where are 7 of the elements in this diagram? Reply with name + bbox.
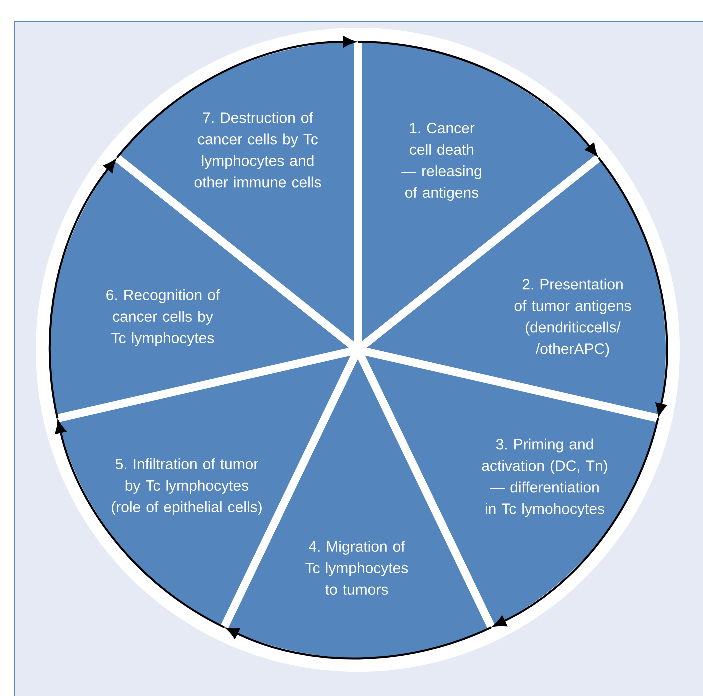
arrow xyxy=(55,421,225,628)
arrow xyxy=(598,157,668,416)
arrow xyxy=(358,41,598,156)
arrow xyxy=(48,160,116,419)
arrow xyxy=(226,626,492,660)
arrow xyxy=(116,36,356,159)
arrow xyxy=(494,418,660,627)
